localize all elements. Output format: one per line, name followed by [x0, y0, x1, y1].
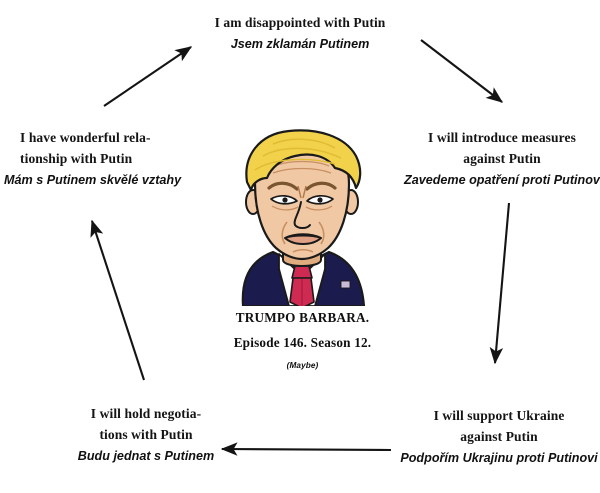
mouth-line: [284, 234, 322, 239]
caption-episode: Episode 146. Season 12.: [233, 335, 372, 350]
eyebrow-left: [267, 181, 299, 191]
pupil-right: [317, 197, 323, 203]
hair-strand-2: [262, 147, 342, 159]
node-right-bottom-cz: Podpořím Ukrajinu proti Putinovi: [400, 450, 598, 465]
caption-maybe: (Maybe): [286, 361, 319, 370]
node-left-top-en-line1: I have wonderful rela-: [20, 130, 151, 145]
node-right-bottom-en-line1: I will support Ukraine: [433, 408, 565, 423]
nasolabial-right: [318, 221, 325, 245]
center-block: TRUMPO BARBARA. Episode 146. Season 12. …: [215, 126, 390, 370]
forehead-line-2: [272, 167, 332, 174]
hair-strand-3: [254, 158, 336, 171]
node-right-top-cz: Zavedeme opatření proti Putinovi: [404, 172, 600, 187]
chin-crease: [292, 249, 314, 253]
frown-line-left: [297, 185, 302, 199]
nasolabial-left: [281, 221, 288, 245]
eyebrow-right: [305, 181, 337, 191]
pupil-left: [282, 197, 288, 203]
hair-strand-1: [272, 138, 336, 149]
node-left-top-en-line2: tionship with Putin: [20, 150, 133, 166]
arrow-left-bottom-to-left-top: [90, 219, 145, 381]
node-right-bottom: I will support Ukraine against Putin Pod…: [398, 406, 600, 468]
node-top-cz: Jsem zklamán Putinem: [230, 36, 370, 51]
arrow-top-to-right-top: [420, 39, 504, 103]
caption-title: TRUMPO BARBARA.: [235, 310, 370, 325]
node-right-top-en-line1: I will introduce measures: [428, 130, 576, 145]
node-right-bottom-en-line2: against Putin: [460, 428, 538, 444]
node-right-top-en-line2: against Putin: [463, 150, 541, 166]
flag-pin-icon: [340, 280, 351, 289]
node-left-top: I have wonderful rela- tionship with Put…: [4, 128, 204, 190]
arrow-right-top-to-right-bottom: [489, 202, 511, 365]
hair-shape: [245, 129, 362, 192]
node-left-bottom-en-line1: I will hold negotia-: [90, 406, 202, 421]
forehead-line-1: [274, 160, 330, 167]
node-left-bottom-en-line2: tions with Putin: [99, 426, 193, 442]
node-top: I am disappointed with Putin Jsem zklamá…: [178, 13, 422, 54]
arrow-left-top-to-top: [103, 46, 193, 107]
frown-line-right: [302, 185, 307, 199]
trump-portrait-illustration: [241, 129, 366, 306]
tie-knot: [291, 265, 313, 279]
nose: [293, 201, 311, 229]
node-top-en: I am disappointed with Putin: [214, 15, 386, 30]
arrow-right-bottom-to-left-bottom: [220, 442, 392, 456]
node-left-bottom-cz: Budu jednat s Putinem: [77, 448, 215, 463]
eye-bag-left: [271, 205, 299, 211]
node-left-top-cz: Mám s Putinem skvělé vztahy: [4, 172, 182, 187]
node-left-bottom: I will hold negotia- tions with Putin Bu…: [48, 404, 244, 466]
eye-bag-right: [305, 205, 333, 211]
node-right-top: I will introduce measures against Putin …: [404, 128, 600, 190]
